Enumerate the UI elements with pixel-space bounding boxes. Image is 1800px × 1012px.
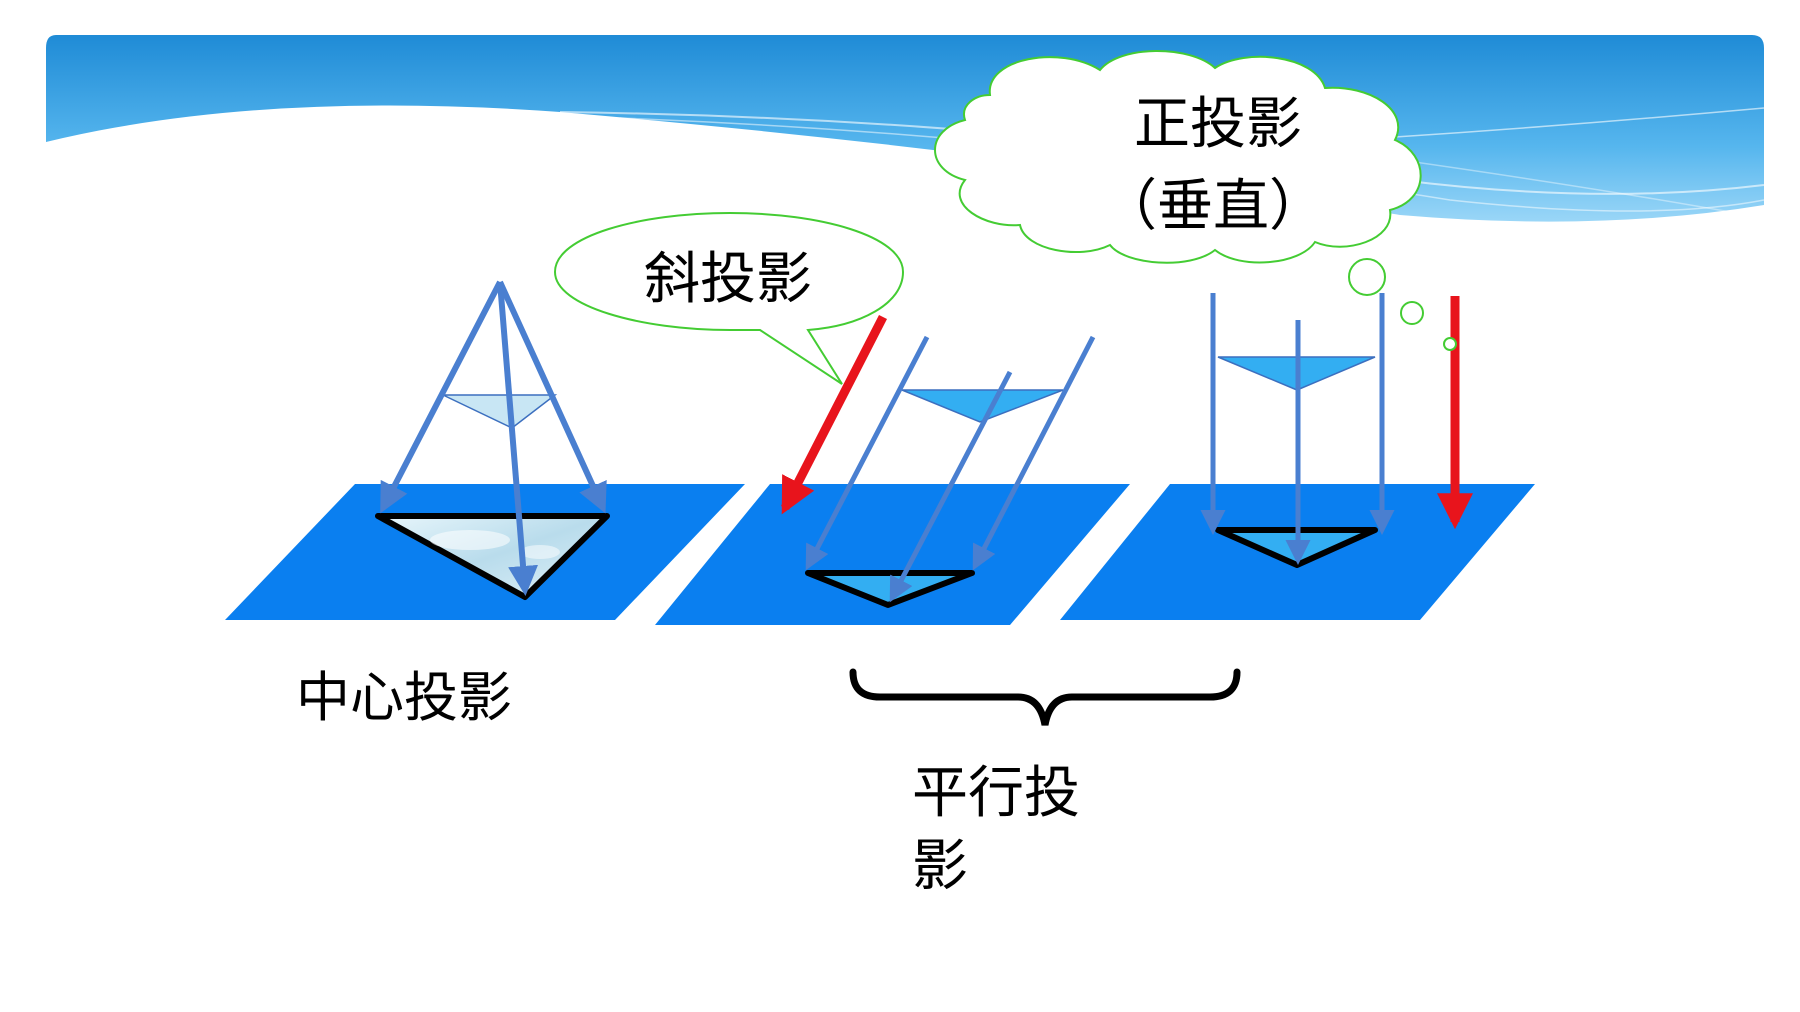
oblique-ray-1 — [805, 335, 930, 571]
orthographic-projection-label: 正投影 — [1134, 92, 1302, 157]
central-object-triangle — [442, 394, 558, 429]
central-ray-left — [380, 280, 503, 514]
central-projection-figure — [375, 280, 610, 600]
center-projection-label: 中心投影 — [296, 666, 512, 729]
orthographic-projection-figure — [1200, 293, 1473, 568]
oblique-projection-figure — [780, 314, 1096, 608]
central-ray-middle — [497, 281, 539, 596]
oblique-ray-2 — [889, 370, 1013, 603]
parallel-brace — [849, 668, 1241, 726]
oblique-red-arrow — [780, 314, 888, 515]
orthographic-thought-cloud — [934, 50, 1457, 351]
oblique-projection-label: 斜投影 — [644, 247, 812, 312]
oblique-callout — [553, 211, 905, 385]
thought-bubble-medium — [1400, 301, 1424, 325]
orthographic-note-label: （垂直） — [1101, 174, 1325, 239]
central-ray-right — [497, 280, 607, 514]
parallel-projection-label-line1: 平行投 — [912, 761, 1080, 826]
parallel-projection-label-line2: 影 — [912, 834, 968, 899]
projection-plane-oblique — [655, 484, 1130, 625]
header-banner — [46, 35, 1765, 222]
thought-bubble-small — [1443, 337, 1457, 351]
thought-bubble-large — [1348, 258, 1386, 296]
oblique-ray-3 — [972, 335, 1096, 571]
oblique-object-triangle — [901, 389, 1064, 423]
